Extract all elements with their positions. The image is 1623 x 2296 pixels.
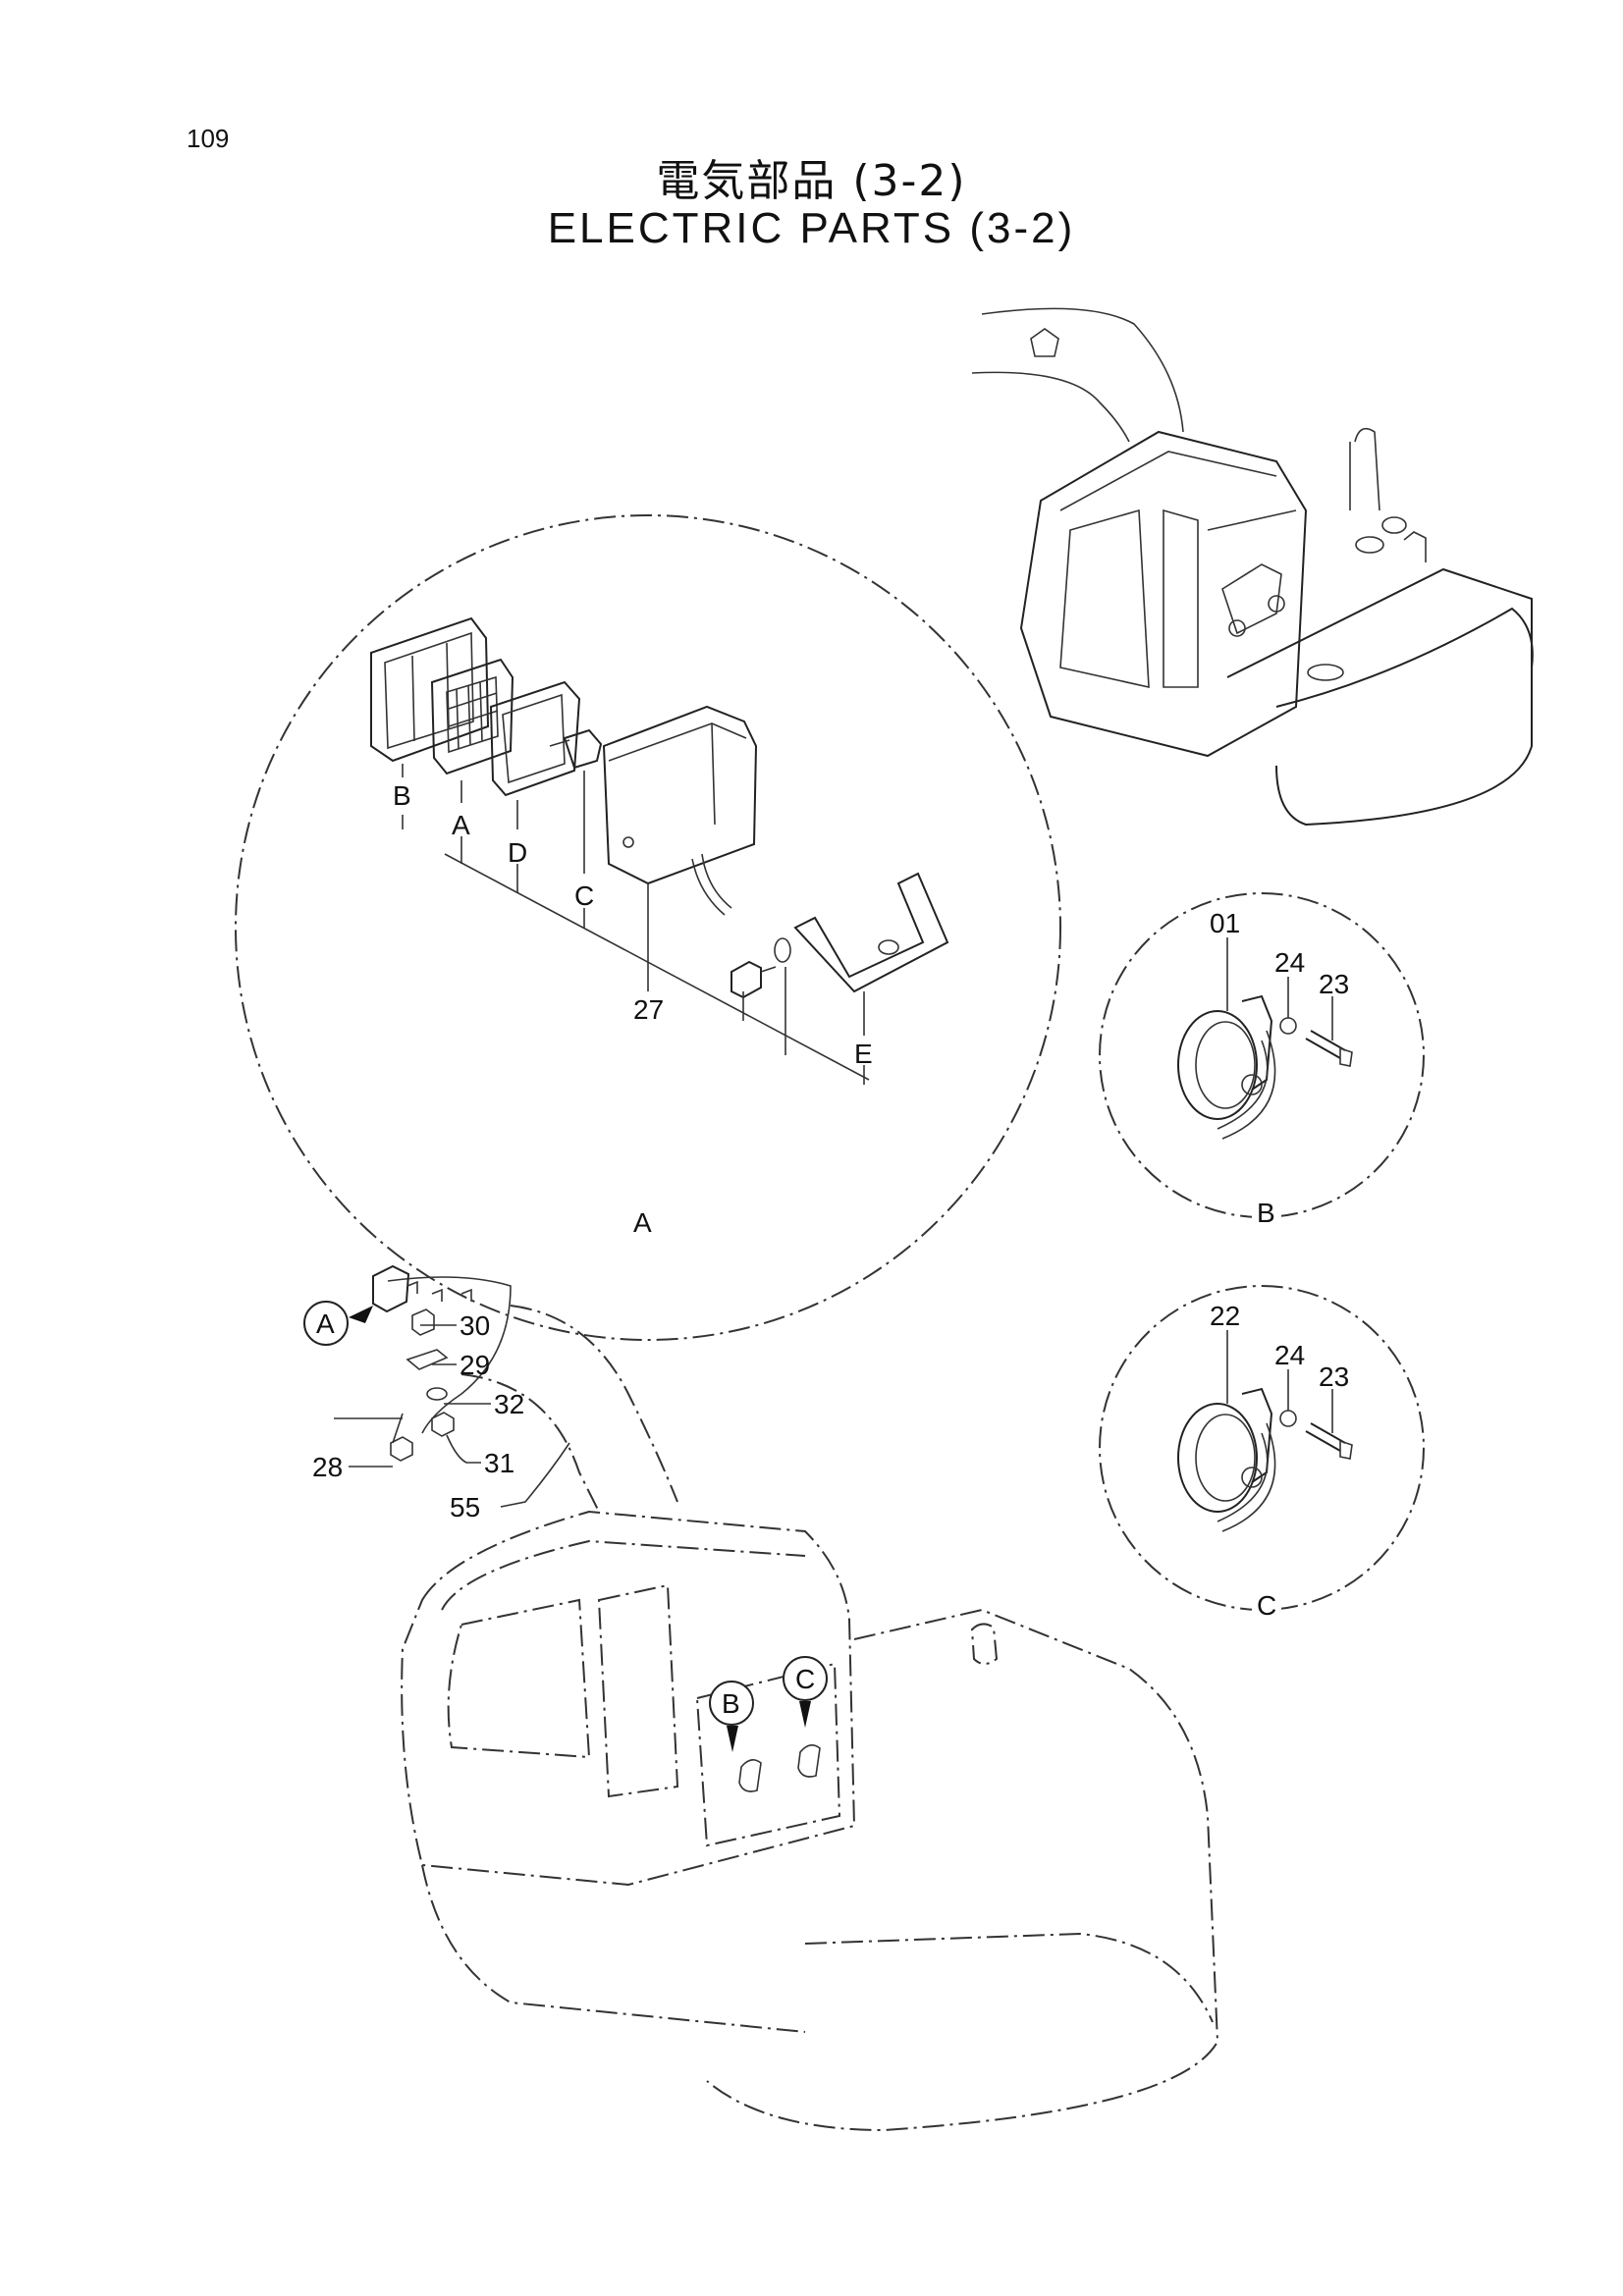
callout-28: 28	[312, 1452, 343, 1482]
detail-a-label: A	[633, 1207, 652, 1238]
page-number: 109	[187, 124, 230, 153]
part-label-22: 22	[1210, 1301, 1240, 1331]
part-label-23-c: 23	[1319, 1362, 1349, 1392]
part-label-01: 01	[1210, 908, 1240, 938]
detail-b-label: B	[1257, 1198, 1275, 1228]
bubble-b: B	[722, 1688, 740, 1719]
bubble-a: A	[316, 1308, 335, 1339]
part-label-b: B	[393, 780, 411, 811]
excavator-main: 30 29 32 28 31 55 A B C	[303, 1264, 1219, 2132]
part-label-e: E	[854, 1039, 873, 1069]
page-title-japanese: 電気部品 (3-2)	[656, 156, 967, 206]
callout-55: 55	[450, 1492, 480, 1522]
detail-circle-a: A	[235, 514, 1061, 1341]
part-label-a: A	[452, 810, 470, 840]
callout-32: 32	[494, 1389, 524, 1419]
part-label-24-b: 24	[1274, 947, 1305, 978]
page-title: ELECTRIC PARTS (3-2)	[547, 204, 1076, 252]
callout-29: 29	[460, 1350, 490, 1380]
part-label-27: 27	[633, 994, 664, 1025]
detail-circle-b: B 01 24 23	[1099, 892, 1425, 1228]
part-label-24-c: 24	[1274, 1340, 1305, 1370]
bubble-c: C	[795, 1664, 815, 1694]
detail-circle-c: C 22 24 23	[1099, 1285, 1425, 1621]
callout-31: 31	[484, 1448, 514, 1478]
excavator-overview-top	[971, 307, 1534, 827]
part-label-d: D	[508, 837, 527, 868]
detail-c-label: C	[1257, 1590, 1276, 1621]
callout-30: 30	[460, 1310, 490, 1341]
part-label-23-b: 23	[1319, 969, 1349, 999]
part-label-c: C	[574, 881, 594, 911]
